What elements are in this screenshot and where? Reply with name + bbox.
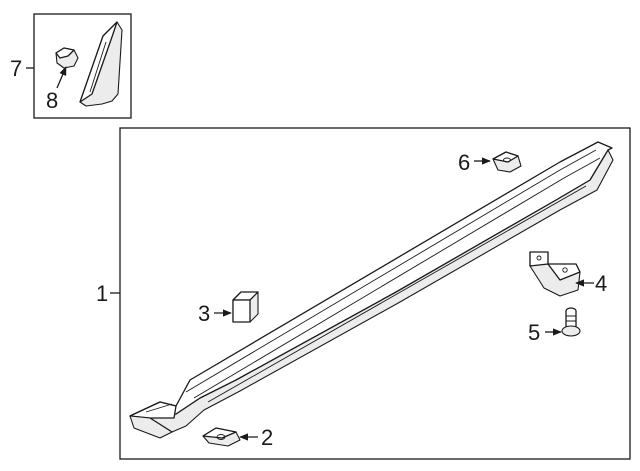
callout-4-label: 4 — [595, 271, 607, 296]
main-group: 1 2 3 — [96, 127, 631, 460]
callout-2-label: 2 — [261, 425, 273, 450]
part-6-clip[interactable] — [492, 151, 522, 173]
part-5-bolt[interactable] — [561, 307, 581, 337]
part-7-trim-molding[interactable] — [79, 21, 123, 107]
part-3-pad[interactable] — [232, 291, 259, 323]
part-2-clip[interactable] — [202, 427, 241, 447]
callout-1-label: 1 — [96, 281, 108, 306]
inset-group: 8 7 — [10, 13, 132, 119]
callout-3-label: 3 — [198, 301, 210, 326]
part-4-bracket[interactable] — [529, 251, 581, 297]
part-1-rocker-molding[interactable] — [129, 141, 614, 439]
callout-6-label: 6 — [458, 150, 470, 175]
callout-8-leader — [56, 66, 67, 89]
inset-box — [33, 13, 132, 119]
callout-8-label: 8 — [46, 88, 58, 113]
callout-5-label: 5 — [528, 320, 540, 345]
callout-7-label: 7 — [10, 56, 22, 81]
part-8-clip[interactable] — [55, 47, 79, 69]
